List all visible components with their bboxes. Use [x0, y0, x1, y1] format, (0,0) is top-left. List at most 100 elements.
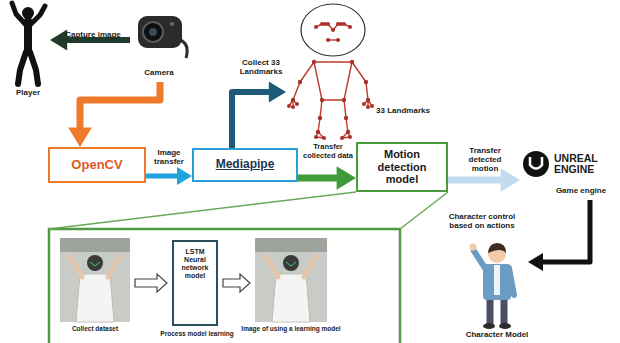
- pose-skeleton: [320, 98, 324, 102]
- pose-skeleton: [331, 28, 335, 32]
- connector-line: [448, 177, 502, 184]
- node-label: OpenCV: [71, 158, 122, 173]
- dataset-photo: [87, 255, 103, 271]
- caption-text: Game engine: [552, 186, 610, 195]
- connector-line: [542, 200, 590, 262]
- pose-skeleton: [320, 22, 324, 26]
- character-figure: [470, 244, 477, 251]
- arrow-head: [528, 253, 543, 271]
- pose-skeleton: [344, 116, 348, 120]
- process-box: Mediapipe: [192, 148, 298, 182]
- edge-label: Collect 33 Landmarks: [236, 58, 286, 76]
- pose-skeleton: [348, 135, 352, 139]
- pose-skeleton: [295, 102, 299, 106]
- pose-skeleton: [301, 4, 365, 56]
- zoom-frame: [49, 192, 356, 229]
- caption-text: Camera: [130, 68, 188, 77]
- pose-skeleton: [291, 98, 295, 102]
- arrow-head: [68, 128, 92, 147]
- result-photo: Image of using a learning model: [255, 238, 327, 322]
- caption-text: UNREAL ENGINE: [554, 153, 610, 175]
- player-silhouette: [12, 3, 26, 25]
- camera-icon: [149, 28, 157, 36]
- character-figure: [499, 323, 511, 329]
- pose-skeleton: [287, 22, 374, 140]
- pose-skeleton: [342, 100, 350, 138]
- connector-line: [232, 92, 270, 148]
- dataset-photo: [60, 238, 130, 322]
- camera-icon: [138, 16, 182, 48]
- camera-icon: [170, 22, 174, 26]
- camera-icon: [138, 16, 187, 58]
- dataset-photo: [76, 274, 114, 322]
- pose-skeleton: [326, 38, 330, 42]
- caption-text: Player: [2, 88, 54, 97]
- arrow-head: [501, 168, 520, 192]
- pose-skeleton: [289, 62, 314, 106]
- character-figure: [494, 265, 500, 295]
- player-silhouette: [18, 52, 26, 84]
- character-figure: [501, 298, 508, 324]
- dataset-photo: [108, 256, 120, 277]
- pose-skeleton: [364, 80, 368, 84]
- result-photo: [286, 262, 296, 266]
- dataset-photo: [60, 238, 130, 322]
- edge-label: Image transfer: [148, 148, 190, 166]
- pose-skeleton: [370, 104, 374, 108]
- camera-icon: [180, 40, 187, 58]
- pose-skeleton: [340, 136, 344, 140]
- arrow-head: [50, 30, 67, 51]
- dataset-photo: [60, 238, 130, 252]
- caption-text: 33 Landmarks: [374, 106, 432, 115]
- dataset-photo: Collect dataset: [60, 238, 130, 322]
- edge-label: Transfer detected motion: [456, 146, 514, 174]
- pose-skeleton: [316, 100, 324, 138]
- result-photo: [255, 238, 327, 252]
- player-silhouette: [12, 3, 45, 84]
- character-figure: [474, 251, 485, 268]
- camera-device: Camera: [130, 8, 188, 82]
- character-model: Character Model: [466, 240, 528, 328]
- pose-skeleton: [318, 116, 322, 120]
- engine-logo: UNREAL ENGINE Game engine: [520, 148, 612, 200]
- pose-skeleton: [287, 4, 374, 140]
- player-figure: Player: [6, 2, 50, 86]
- pose-skeleton: [366, 98, 370, 102]
- edge-label: Transfer collected data: [301, 143, 355, 160]
- pose-skeleton: [348, 25, 352, 29]
- result-photo: [255, 238, 327, 322]
- pose-skeleton: [366, 105, 370, 109]
- pose-skeleton: [342, 98, 346, 102]
- result-photo: [304, 256, 316, 277]
- result-photo: [266, 256, 278, 277]
- node-label: Mediapipe: [216, 158, 275, 172]
- pose-skeleton: [314, 62, 352, 100]
- pose-skeleton: [336, 38, 340, 42]
- arrow-head: [269, 82, 286, 103]
- character-figure: [488, 243, 506, 253]
- pose-skeleton: [291, 105, 295, 109]
- node-label: Motion detection model: [362, 148, 442, 186]
- connector-line: [298, 175, 338, 182]
- connector-arrow: [298, 166, 356, 190]
- connector-arrow: [528, 200, 590, 271]
- character-figure: [470, 243, 515, 329]
- pose-skeleton: [287, 104, 291, 108]
- pose-skeleton: [342, 22, 346, 26]
- zoom-frame: [49, 229, 400, 343]
- arrow-head: [337, 166, 356, 190]
- caption-text: Process model learning: [158, 330, 236, 337]
- character-figure: [509, 268, 514, 295]
- result-photo: [255, 238, 327, 322]
- block-arrow-shape: [135, 274, 167, 292]
- block-arrow: [223, 274, 250, 292]
- zoom-frame: [400, 192, 448, 229]
- pose-skeleton: [298, 80, 302, 84]
- process-box: OpenCV: [48, 147, 146, 183]
- zoom-frame: [49, 192, 448, 343]
- connector-arrow: [232, 82, 286, 148]
- player-silhouette: [30, 6, 45, 25]
- character-figure: [487, 298, 494, 324]
- dataset-photo: [90, 262, 100, 266]
